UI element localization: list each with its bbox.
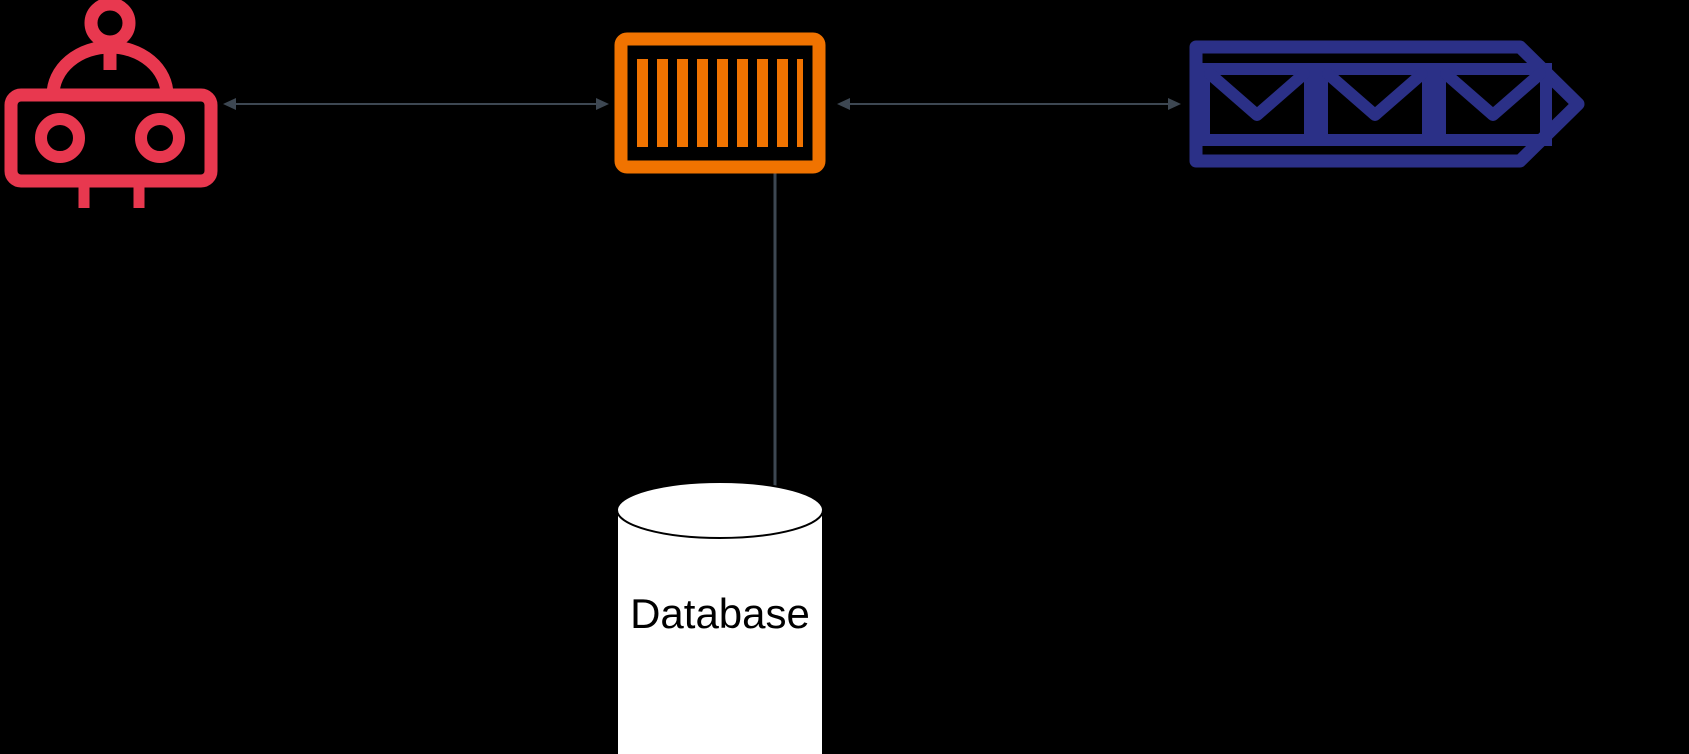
robot-dome-icon — [46, 40, 174, 96]
database-body-icon — [616, 509, 824, 754]
container-bars-icon — [637, 59, 803, 147]
robot-body-icon — [4, 88, 218, 188]
envelope-icon-3 — [1434, 63, 1552, 146]
database-top-icon — [616, 481, 824, 539]
envelope-icon-2 — [1316, 63, 1434, 146]
container-service[interactable] — [614, 32, 826, 174]
envelope-icon-1 — [1198, 63, 1316, 146]
robot-antenna-ball-icon — [84, 0, 136, 49]
database-cylinder[interactable]: Database — [616, 481, 824, 754]
robot-eye-left-icon — [35, 113, 85, 163]
message-queue[interactable] — [1189, 40, 1585, 168]
robot-client[interactable] — [4, 0, 218, 208]
robot-eye-right-icon — [135, 113, 185, 163]
container-outline-icon — [614, 32, 826, 174]
database-label: Database — [630, 590, 810, 637]
